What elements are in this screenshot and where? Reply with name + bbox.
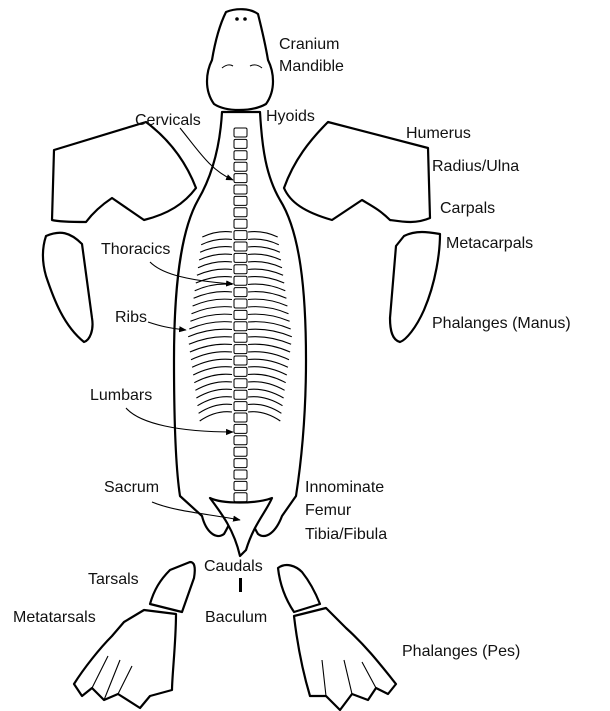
vertebra: [234, 322, 247, 331]
vertebra: [234, 493, 247, 502]
baculum-shape: [239, 578, 242, 592]
vertebra: [234, 288, 247, 297]
vertebra: [234, 333, 247, 342]
left-flipper-upper: [52, 122, 196, 222]
vertebra: [234, 231, 247, 240]
vertebra: [234, 424, 247, 433]
label-cranium: Cranium: [279, 36, 339, 53]
vertebra: [234, 196, 247, 205]
label-metatarsals: Metatarsals: [13, 609, 96, 626]
vertebra: [234, 402, 247, 411]
label-baculum: Baculum: [205, 609, 267, 626]
vertebra: [234, 276, 247, 285]
label-hyoids: Hyoids: [266, 108, 315, 125]
label-tibia-fibula: Tibia/Fibula: [305, 526, 387, 543]
vertebra: [234, 151, 247, 160]
label-ribs: Ribs: [115, 309, 147, 326]
label-radius-ulna: Radius/Ulna: [432, 158, 519, 175]
vertebra: [234, 356, 247, 365]
right-foot-metatarsal: [294, 608, 396, 710]
vertebra: [234, 436, 247, 445]
vertebra: [234, 390, 247, 399]
label-caudals: Caudals: [204, 558, 263, 575]
vertebra: [234, 470, 247, 479]
vertebra: [234, 345, 247, 354]
vertebra: [234, 253, 247, 262]
label-tarsals: Tarsals: [88, 571, 139, 588]
label-mandible: Mandible: [279, 58, 344, 75]
right-foot-tarsal: [278, 565, 320, 612]
vertebra: [234, 481, 247, 490]
label-femur: Femur: [305, 502, 352, 519]
vertebra: [234, 185, 247, 194]
vertebra: [234, 310, 247, 319]
vertebra: [234, 459, 247, 468]
vertebra: [234, 265, 247, 274]
left-flipper-lower: [43, 233, 93, 342]
vertebra: [234, 413, 247, 422]
vertebra: [234, 139, 247, 148]
label-carpals: Carpals: [440, 200, 495, 217]
label-metacarpals: Metacarpals: [446, 235, 533, 252]
vertebra: [234, 367, 247, 376]
left-foot-tarsal: [150, 562, 195, 612]
label-humerus: Humerus: [406, 125, 471, 142]
label-sacrum: Sacrum: [104, 479, 159, 496]
label-phalanges-manus: Phalanges (Manus): [432, 315, 571, 332]
vertebra: [234, 128, 247, 137]
cranium-shape: [207, 9, 273, 110]
vertebra: [234, 242, 247, 251]
label-cervicals: Cervicals: [135, 112, 201, 129]
label-phalanges-pes: Phalanges (Pes): [402, 643, 520, 660]
vertebra: [234, 174, 247, 183]
nostril-right-icon: [243, 17, 247, 21]
vertebra: [234, 162, 247, 171]
vertebra: [234, 447, 247, 456]
vertebra: [234, 379, 247, 388]
label-innominate: Innominate: [305, 479, 384, 496]
vertebra: [234, 219, 247, 228]
nostril-left-icon: [235, 17, 239, 21]
vertebra: [234, 208, 247, 217]
vertebra: [234, 299, 247, 308]
label-lumbars: Lumbars: [90, 387, 152, 404]
label-thoracics: Thoracics: [101, 241, 170, 258]
